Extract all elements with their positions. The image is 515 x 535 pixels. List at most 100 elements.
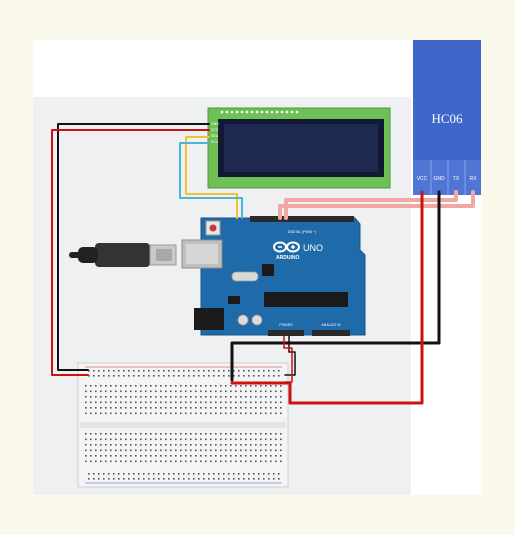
breadboard-hole — [168, 375, 170, 377]
breadboard-hole — [200, 444, 202, 446]
breadboard-hole — [90, 449, 92, 452]
hc06-module[interactable]: HC06 VCC GND TX RX — [413, 40, 481, 195]
breadboard-hole — [210, 455, 212, 457]
breadboard-hole — [265, 396, 267, 398]
breadboard-hole — [165, 460, 167, 463]
breadboard-hole — [255, 396, 257, 398]
lcd-module[interactable]: GND VCC SDA SCL — [207, 107, 391, 189]
breadboard-hole — [233, 370, 235, 372]
breadboard-hole — [148, 473, 150, 475]
breadboard-hole — [205, 444, 207, 446]
breadboard-hole — [208, 370, 210, 372]
breadboard-hole — [270, 460, 272, 463]
breadboard-hole — [128, 473, 130, 475]
breadboard-hole — [175, 455, 177, 457]
breadboard-hole — [215, 455, 217, 457]
breadboard-hole — [100, 385, 102, 387]
breadboard-hole — [148, 375, 150, 377]
breadboard-hole — [195, 396, 197, 398]
breadboard-hole — [263, 473, 265, 475]
breadboard-hole — [180, 449, 182, 452]
wire-red-lcd-vcc — [51, 129, 210, 376]
breadboard-hole — [133, 375, 135, 377]
breadboard-hole — [205, 396, 207, 398]
breadboard-hole — [205, 390, 207, 393]
breadboard-hole — [135, 401, 137, 404]
breadboard-hole — [180, 460, 182, 463]
breadboard-hole — [178, 478, 180, 480]
breadboard-hole — [255, 412, 257, 415]
breadboard-hole — [160, 433, 162, 435]
breadboard-hole — [125, 401, 127, 404]
breadboard-hole — [135, 433, 137, 435]
breadboard-hole — [225, 449, 227, 452]
breadboard-hole — [145, 385, 147, 387]
breadboard-hole — [163, 473, 165, 475]
breadboard-hole — [270, 433, 272, 435]
breadboard-hole — [115, 407, 117, 409]
breadboard-hole — [120, 455, 122, 457]
breadboard-hole — [155, 433, 157, 435]
breadboard-hole — [253, 370, 255, 372]
breadboard-hole — [155, 412, 157, 415]
breadboard-hole — [93, 473, 95, 475]
breadboard-hole — [180, 444, 182, 446]
breadboard-hole — [275, 444, 277, 446]
breadboard-hole — [110, 444, 112, 446]
analog-label: ANALOG IN — [321, 323, 341, 327]
breadboard-hole — [200, 433, 202, 435]
arduino-uno-board[interactable]: DIGITAL (PWM ~) POWER ANALOG IN ARDUINO … — [181, 216, 366, 336]
breadboard-hole — [248, 375, 250, 377]
breadboard-hole — [215, 396, 217, 398]
breadboard-hole — [100, 433, 102, 435]
breadboard-hole — [103, 375, 105, 377]
breadboard-hole — [95, 401, 97, 404]
breadboard-hole — [145, 438, 147, 441]
breadboard-hole — [135, 412, 137, 415]
breadboard-hole — [135, 396, 137, 398]
breadboard-hole — [130, 433, 132, 435]
wires — [51, 123, 475, 405]
breadboard-hole — [140, 407, 142, 409]
breadboard-hole — [258, 370, 260, 372]
breadboard-hole — [275, 412, 277, 415]
breadboard-hole — [208, 375, 210, 377]
breadboard-hole — [265, 438, 267, 441]
breadboard-hole — [185, 396, 187, 398]
breadboard-hole — [145, 455, 147, 457]
breadboard-hole — [115, 455, 117, 457]
breadboard-hole — [210, 438, 212, 441]
breadboard-hole — [105, 449, 107, 452]
breadboard-hole — [135, 385, 137, 387]
breadboard-hole — [98, 478, 100, 480]
breadboard-hole — [280, 390, 282, 393]
breadboard-hole — [200, 396, 202, 398]
breadboard-hole — [120, 407, 122, 409]
breadboard-hole — [110, 407, 112, 409]
lcd-pin-label-vcc: VCC — [211, 128, 219, 132]
breadboard-hole — [265, 455, 267, 457]
breadboard-hole — [165, 455, 167, 457]
breadboard-hole — [255, 385, 257, 387]
breadboard-hole — [188, 473, 190, 475]
breadboard-hole — [225, 455, 227, 457]
breadboard-hole — [90, 433, 92, 435]
breadboard-hole — [85, 444, 87, 446]
breadboard-hole — [245, 438, 247, 441]
breadboard-hole — [100, 444, 102, 446]
breadboard-hole — [160, 444, 162, 446]
breadboard-hole — [220, 438, 222, 441]
breadboard-hole — [165, 412, 167, 415]
hc06-pin-gnd: GND — [433, 176, 445, 182]
breadboard-hole — [270, 444, 272, 446]
breadboard-hole — [130, 401, 132, 404]
breadboard-hole — [138, 473, 140, 475]
breadboard-hole — [140, 401, 142, 404]
breadboard-hole — [100, 412, 102, 415]
breadboard-hole — [280, 407, 282, 409]
breadboard-hole — [105, 438, 107, 441]
breadboard-hole — [230, 438, 232, 441]
breadboard-hole — [138, 375, 140, 377]
breadboard-hole — [125, 385, 127, 387]
breadboard-hole — [145, 396, 147, 398]
